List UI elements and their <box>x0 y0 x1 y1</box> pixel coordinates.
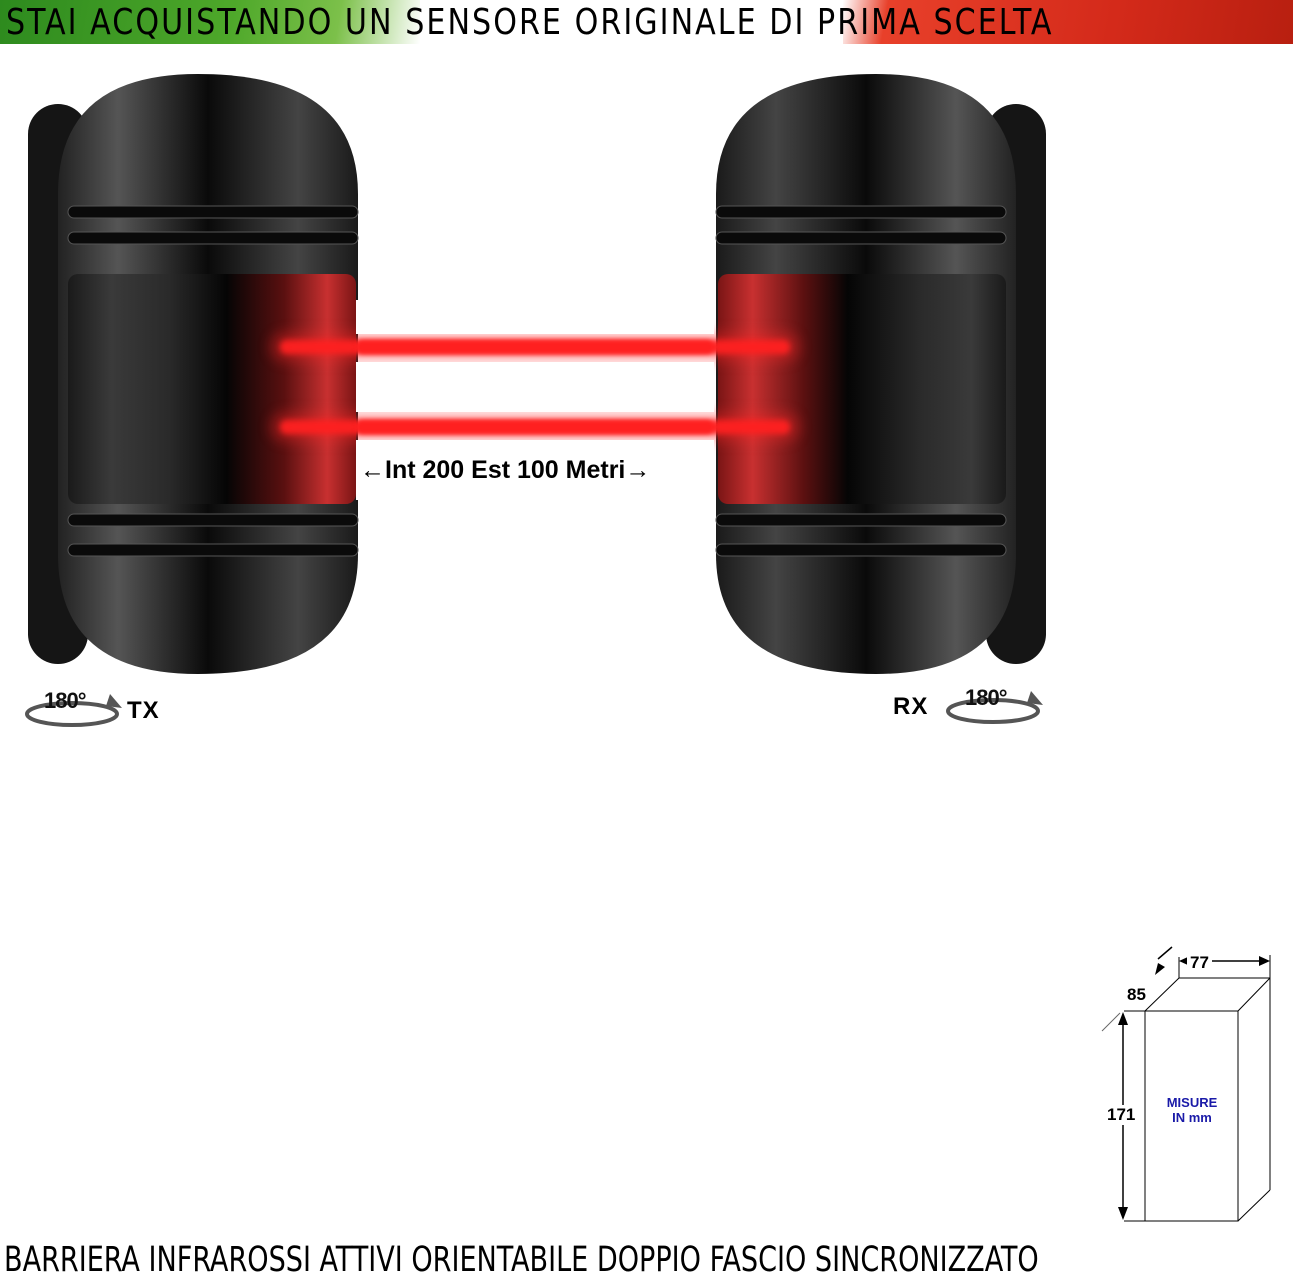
product-title: BARRIERA INFRAROSSI ATTIVI ORIENTABILE D… <box>4 1240 1039 1280</box>
distance-text: Int 200 Est 100 Metri <box>385 456 626 484</box>
tx-sensor-image <box>28 74 364 674</box>
tx-label: TX <box>127 697 160 724</box>
distance-label: ←Int 200 Est 100 Metri→ <box>360 456 650 485</box>
beam-gap <box>356 362 714 412</box>
tx-rotation-badge: 180° <box>24 686 124 730</box>
measure-note-line2: IN mm <box>1172 1110 1212 1125</box>
tx-rotation-value: 180° <box>44 688 87 713</box>
infrared-beam-bottom-core <box>356 420 714 434</box>
beam-gap-bottom <box>356 440 714 500</box>
height-value: 171 <box>1107 1105 1136 1125</box>
measure-note: MISURE IN mm <box>1150 1095 1234 1125</box>
beam-gap-top <box>356 300 714 334</box>
measure-note-line1: MISURE <box>1166 1095 1218 1110</box>
rx-sensor-image <box>710 74 1046 674</box>
right-arrow-icon: → <box>625 456 651 484</box>
infrared-beam-top-core <box>356 340 714 354</box>
top-banner: STAI ACQUISTANDO UN SENSORE ORIGINALE DI… <box>0 0 1293 44</box>
depth-value: 85 <box>1127 985 1146 1004</box>
rx-rotation-badge: 180° <box>945 683 1045 727</box>
rx-label: RX <box>893 693 929 720</box>
box-drawing <box>1101 946 1271 1222</box>
rotate-arrow-icon <box>946 691 1043 724</box>
rotate-arrow-icon <box>25 694 122 727</box>
banner-green-band <box>0 0 420 44</box>
dimensions-diagram: 77 85 171 MISURE IN mm <box>1090 945 1290 1230</box>
rx-rotation-value: 180° <box>965 685 1008 710</box>
banner-text: STAI ACQUISTANDO UN SENSORE ORIGINALE DI… <box>6 2 1054 43</box>
width-value: 77 <box>1187 953 1212 973</box>
left-arrow-icon: ← <box>360 456 385 484</box>
banner-red-band <box>843 0 1293 44</box>
